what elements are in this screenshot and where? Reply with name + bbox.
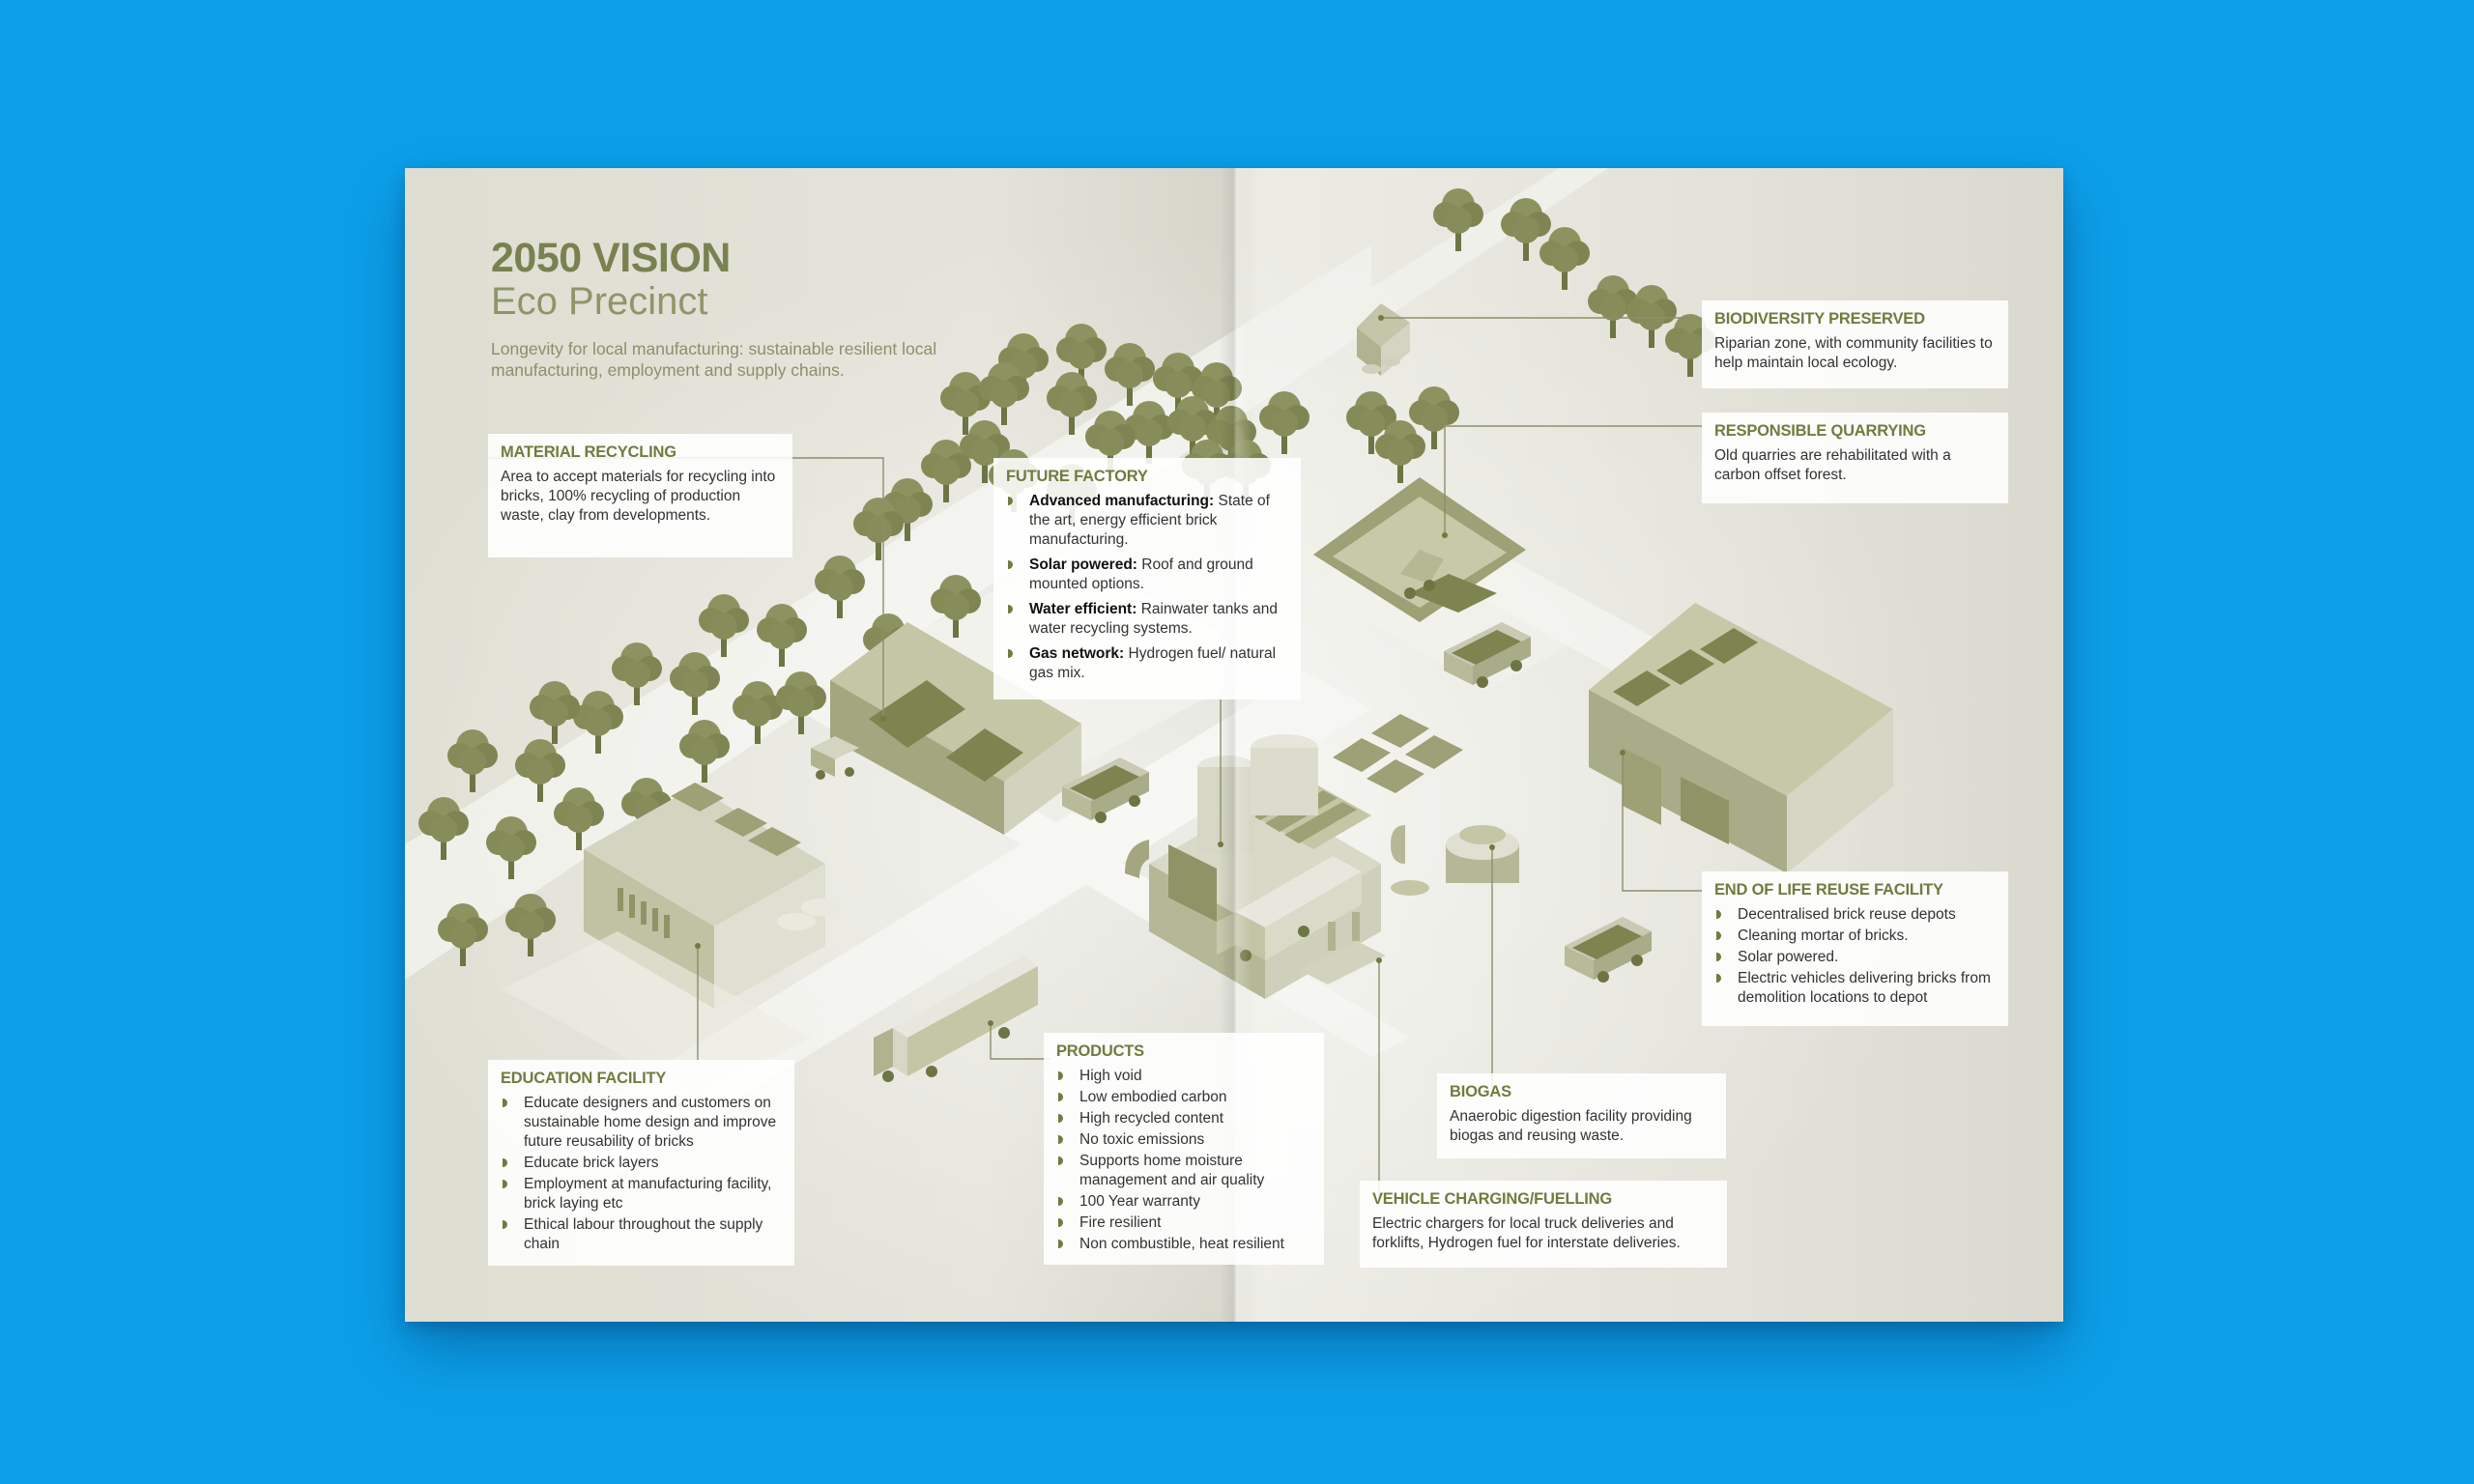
list-item: Cleaning mortar of bricks. [1714,927,1996,946]
card-text: Electric chargers for local truck delive… [1372,1215,1681,1251]
brochure-spread: 2050 VISION Eco Precinct Longevity for l… [405,168,2063,1322]
card-education: EDUCATION FACILITY Educate designers and… [488,1060,794,1266]
list-item: 100 Year warranty [1056,1192,1311,1212]
card-text: Area to accept materials for recycling i… [501,469,776,524]
card-title: VEHICLE CHARGING/FUELLING [1372,1190,1613,1208]
list-item: No toxic emissions [1056,1130,1311,1150]
card-products: PRODUCTS High void Low embodied carbon H… [1044,1033,1324,1265]
list-item: Fire resilient [1056,1213,1311,1233]
card-title: PRODUCTS [1056,1042,1144,1060]
list-item: Electric vehicles delivering bricks from… [1714,969,1996,1008]
card-material-recycling: MATERIAL RECYCLING Area to accept materi… [488,434,792,557]
page-description: Longevity for local manufacturing: susta… [491,339,937,380]
title-block: 2050 VISION Eco Precinct Longevity for l… [491,236,993,381]
card-quarrying: RESPONSIBLE QUARRYING Old quarries are r… [1702,413,2008,503]
card-title: RESPONSIBLE QUARRYING [1714,422,1926,440]
card-title: END OF LIFE REUSE FACILITY [1714,881,1943,899]
list-item: Educate designers and customers on susta… [501,1094,782,1152]
card-title: EDUCATION FACILITY [501,1070,667,1087]
card-vehicle-charging: VEHICLE CHARGING/FUELLING Electric charg… [1360,1181,1727,1268]
card-text: Old quarries are rehabilitated with a ca… [1714,447,1951,483]
page-title: 2050 VISION [491,235,731,281]
list-item: Educate brick layers [501,1154,782,1173]
card-title: BIOGAS [1450,1083,1511,1100]
list-item: Solar powered: Roof and ground mounted o… [1006,556,1288,594]
page-subtitle: Eco Precinct [491,280,708,323]
list-item: Supports home moisture management and ai… [1056,1152,1311,1190]
list-item: Decentralised brick reuse depots [1714,905,1996,925]
card-biogas: BIOGAS Anaerobic digestion facility prov… [1437,1073,1726,1158]
card-text: Anaerobic digestion facility providing b… [1450,1108,1692,1144]
list-item: High void [1056,1067,1311,1086]
list-item: Employment at manufacturing facility, br… [501,1175,782,1213]
card-end-of-life: END OF LIFE REUSE FACILITY Decentralised… [1702,871,2008,1026]
card-title: BIODIVERSITY PRESERVED [1714,310,1925,328]
list-item: High recycled content [1056,1109,1311,1128]
card-future-factory: FUTURE FACTORY Advanced manufacturing: S… [993,458,1301,699]
list-item: Solar powered. [1714,948,1996,967]
list-item: Water efficient: Rainwater tanks and wat… [1006,600,1288,639]
list-item: Gas network: Hydrogen fuel/ natural gas … [1006,644,1288,683]
list-item: Ethical labour throughout the supply cha… [501,1215,782,1254]
card-title: MATERIAL RECYCLING [501,443,676,461]
card-title: FUTURE FACTORY [1006,468,1148,485]
list-item: Advanced manufacturing: State of the art… [1006,492,1288,550]
list-item: Non combustible, heat resilient [1056,1235,1311,1254]
list-item: Low embodied carbon [1056,1088,1311,1107]
card-biodiversity: BIODIVERSITY PRESERVED Riparian zone, wi… [1702,300,2008,388]
card-text: Riparian zone, with community facilities… [1714,335,1993,371]
